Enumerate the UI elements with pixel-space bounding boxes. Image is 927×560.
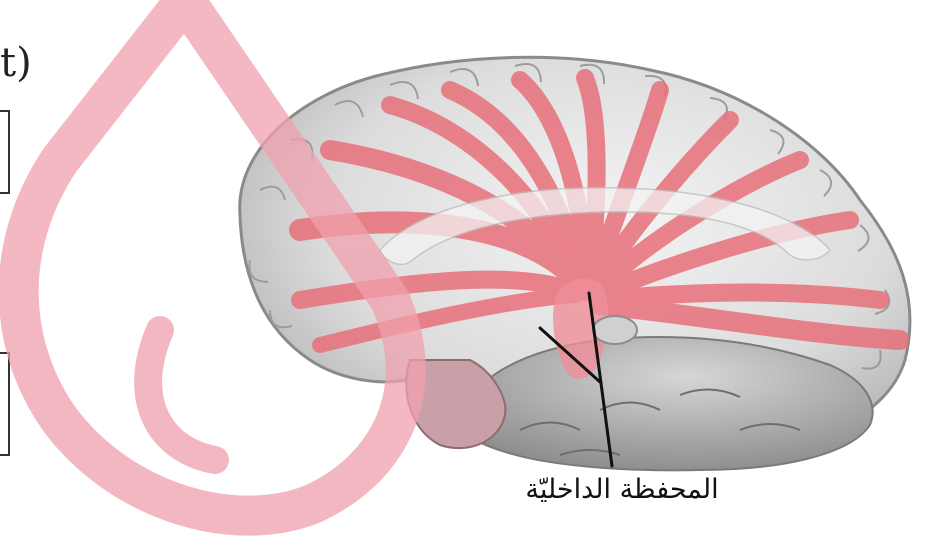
internal-capsule-label: المحفظة الداخليّة (492, 474, 752, 505)
watermark-drop-icon (19, 0, 406, 516)
thalamus (593, 316, 637, 344)
